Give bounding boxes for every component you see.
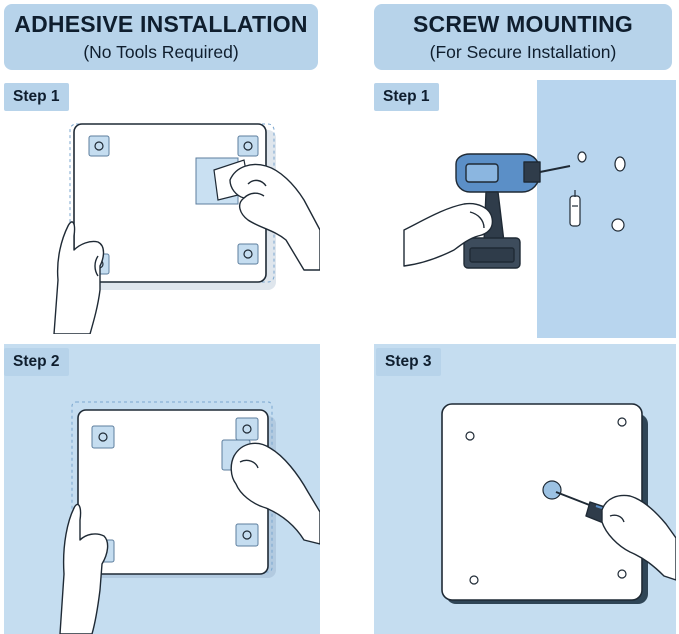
adhesive-step2-label: Step 2 [4,348,69,376]
wall-anchor-icon [569,190,581,227]
screw-step1-label: Step 1 [374,83,439,111]
drill-icon [455,153,571,269]
screw-step1-panel [374,80,676,338]
adhesive-step1-illustration [53,123,320,334]
adhesive-subtitle: (No Tools Required) [83,42,239,62]
screw-title: SCREW MOUNTING [412,11,633,37]
adhesive-step2-illustration [59,401,320,634]
adhesive-step2-panel [4,344,320,634]
screw-subtitle: (For Secure Installation) [429,42,617,62]
screw-header: SCREW MOUNTING (For Secure Installation) [374,4,672,70]
screw-step3-panel [374,344,676,634]
screw-step3-illustration [441,403,676,604]
adhesive-step1-panel [4,80,320,334]
adhesive-step1-label: Step 1 [4,83,69,111]
hand-icon [229,163,320,271]
screw-step1-illustration [403,80,676,338]
screw-step3-label: Step 3 [376,348,441,376]
adhesive-title: ADHESIVE INSTALLATION [14,11,308,37]
adhesive-header: ADHESIVE INSTALLATION (No Tools Required… [4,4,318,70]
